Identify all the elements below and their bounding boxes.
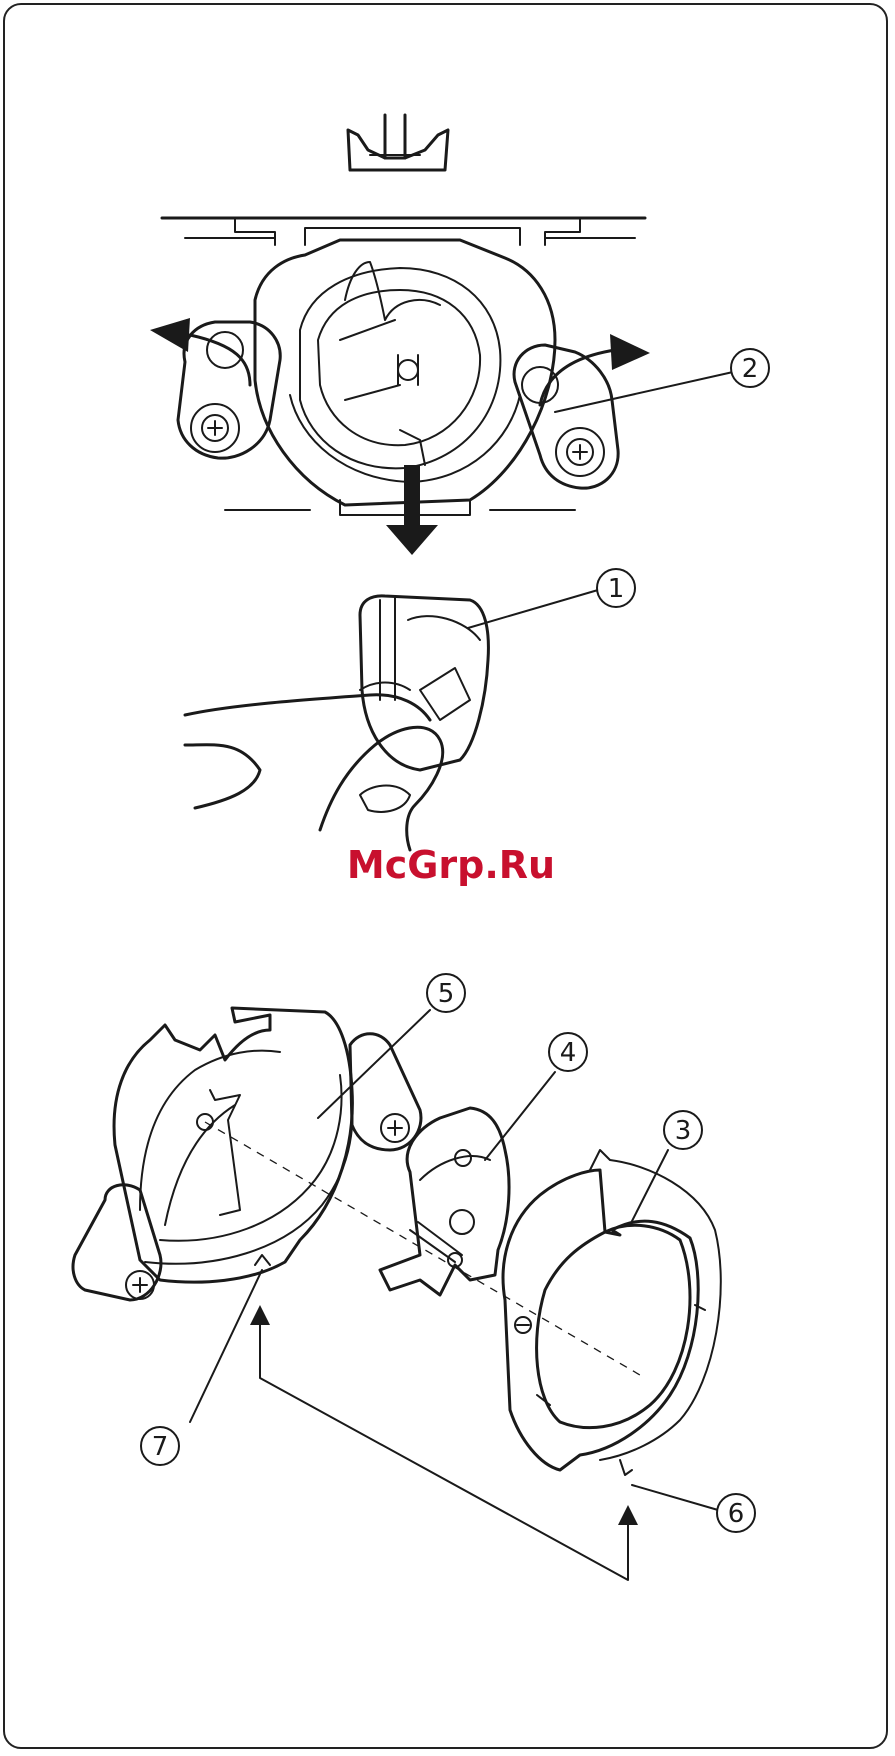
bobbin-case-holder: [380, 1108, 509, 1295]
callout-5-label: 5: [438, 979, 455, 1009]
left-race-lever: [178, 322, 280, 458]
machine-hook-area: [150, 115, 650, 555]
hook-race-body-exploded: [73, 1008, 421, 1300]
callout-1: 1: [468, 569, 635, 628]
callout-7: 7: [141, 1270, 262, 1465]
callout-4: 4: [485, 1033, 587, 1160]
callout-3-label: 3: [675, 1116, 692, 1146]
callout-7-label: 7: [152, 1432, 169, 1462]
hand-holding-bobbin-case: [185, 596, 488, 850]
callout-6: 6: [632, 1485, 755, 1532]
presser-foot: [348, 115, 448, 170]
alignment-axis: [205, 1122, 640, 1375]
callout-6-label: 6: [728, 1499, 745, 1529]
callout-4-label: 4: [560, 1038, 577, 1068]
alignment-arrows: [250, 1305, 638, 1580]
callout-1-label: 1: [608, 574, 625, 604]
watermark-text: McGrp.Ru: [347, 843, 555, 887]
down-arrow: [386, 465, 438, 555]
race-cover: [503, 1150, 721, 1475]
callout-5: 5: [318, 974, 465, 1118]
callout-2-label: 2: [742, 354, 759, 384]
